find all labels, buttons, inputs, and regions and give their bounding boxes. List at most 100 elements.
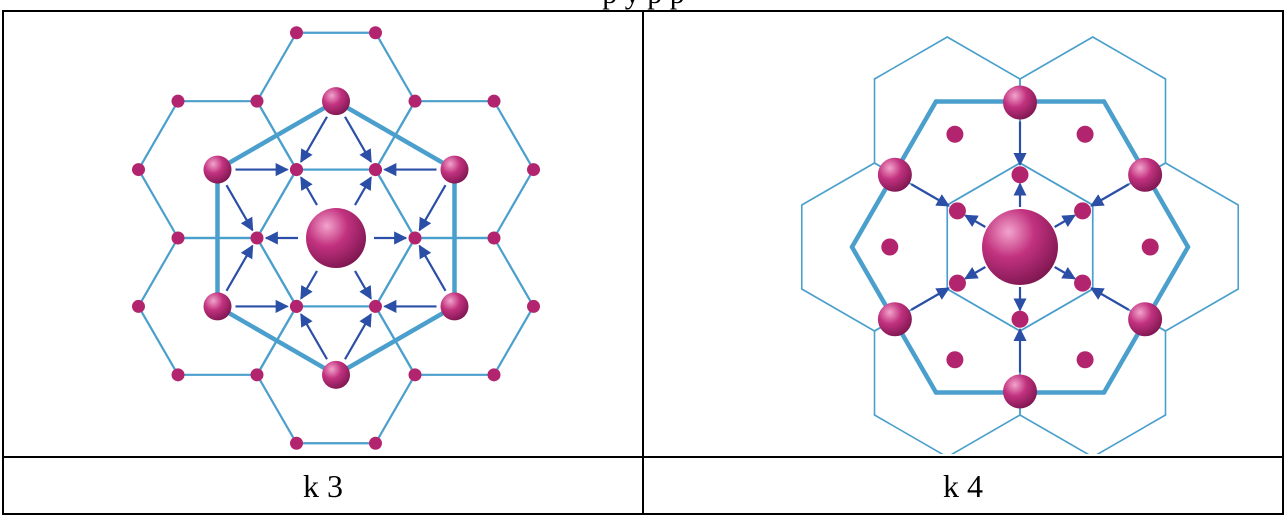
atom-small	[487, 368, 501, 382]
hexagon-edge	[1019, 414, 1090, 454]
hexagon-edge	[946, 162, 1021, 206]
k3-atoms	[132, 26, 540, 450]
atom-small	[171, 231, 185, 245]
atom-large	[440, 155, 469, 184]
hexagon-edge	[800, 288, 876, 332]
panel-label-k4: k 4	[642, 456, 1284, 515]
k4-lattice-diagram	[800, 36, 1240, 454]
atom-small	[290, 299, 303, 313]
arrow	[418, 244, 447, 292]
atom-small	[1141, 238, 1159, 256]
atom-small	[290, 26, 303, 40]
atom-small	[369, 163, 382, 177]
hexagon-edge	[492, 100, 535, 171]
arrow	[418, 184, 447, 232]
atom-large	[440, 292, 469, 321]
atom-central	[306, 208, 366, 268]
arrow	[1054, 214, 1076, 228]
arrow	[344, 116, 372, 163]
hexagon-edge	[873, 36, 949, 80]
hexagon-edge	[1091, 36, 1167, 80]
atom-small	[369, 26, 382, 40]
k3-arrows	[225, 116, 447, 360]
atom-small	[487, 231, 501, 245]
hexagon-edge	[1164, 162, 1240, 206]
panel-k3-cell	[2, 10, 644, 458]
atom-small	[1074, 202, 1092, 220]
arrow	[1090, 287, 1130, 311]
arrow	[300, 116, 328, 163]
atom-small	[1011, 166, 1029, 184]
hexagon-edge	[946, 288, 1021, 332]
hexagon-edge	[255, 168, 298, 240]
arrow	[344, 313, 372, 360]
atom-small	[250, 368, 264, 382]
hexagon-edge	[255, 373, 298, 445]
second-neighbour-hexagon	[333, 304, 457, 378]
atom-small	[527, 299, 540, 313]
second-neighbour-hexagon	[333, 98, 457, 172]
atom-small	[1076, 125, 1094, 143]
hexagon-edge	[873, 414, 944, 454]
hexagon-edge	[1164, 288, 1240, 332]
atom-small	[527, 163, 540, 177]
hexagon-edge	[946, 36, 1021, 80]
hexagon-edge	[137, 168, 180, 240]
k3-bonds	[137, 31, 535, 445]
atom-small	[948, 202, 966, 220]
caption-text: p y p p	[0, 0, 1287, 11]
atom-small	[250, 94, 264, 108]
hexagon-edge	[950, 414, 1021, 454]
hexagon-edge	[492, 305, 535, 376]
atom-large	[1003, 85, 1037, 120]
arrow	[300, 270, 318, 300]
hexagon-edge	[374, 168, 417, 240]
arrow	[910, 287, 950, 311]
atom-large	[322, 87, 350, 116]
atom-large	[877, 157, 912, 192]
hexagon-edge	[492, 168, 535, 240]
atom-small	[881, 238, 899, 256]
k4-atoms	[877, 85, 1163, 409]
hexagon-edge	[1019, 36, 1094, 80]
arrow	[300, 176, 318, 206]
atom-large	[877, 302, 912, 337]
second-neighbour-hexagon	[215, 304, 339, 378]
hexagon-edge	[1019, 288, 1094, 332]
hexagon-edge	[137, 236, 180, 308]
arrow	[964, 266, 986, 280]
atom-large	[1128, 302, 1163, 337]
atom-small	[408, 94, 422, 108]
hexagon-edge	[255, 31, 298, 103]
atom-large	[1128, 157, 1163, 192]
second-neighbour-hexagon	[215, 98, 339, 172]
atom-small	[369, 436, 382, 450]
atom-small	[946, 351, 964, 369]
atom-small	[290, 163, 303, 177]
atom-small	[171, 368, 185, 382]
atom-small	[369, 299, 382, 313]
atom-large	[203, 155, 232, 184]
arrow	[225, 244, 254, 292]
atom-small	[290, 436, 303, 450]
hexagon-edge	[492, 236, 535, 308]
atom-small	[946, 125, 964, 143]
figure-table: k 3 k 4	[2, 10, 1284, 515]
atom-small	[1011, 310, 1029, 328]
arrow	[354, 176, 372, 206]
atom-large	[322, 360, 350, 389]
atom-small	[408, 231, 422, 245]
arrow	[910, 183, 950, 207]
hexagon-edge	[1019, 162, 1094, 206]
panel-k4-cell	[642, 10, 1284, 458]
hexagon-edge	[1096, 414, 1167, 454]
hexagon-edge	[374, 236, 417, 308]
arrow	[225, 184, 254, 232]
arrow	[1090, 183, 1130, 207]
arrow	[300, 313, 328, 360]
atom-small	[408, 368, 422, 382]
arrow	[964, 214, 986, 228]
panel-label-k3: k 3	[2, 456, 644, 515]
atom-small	[171, 94, 185, 108]
